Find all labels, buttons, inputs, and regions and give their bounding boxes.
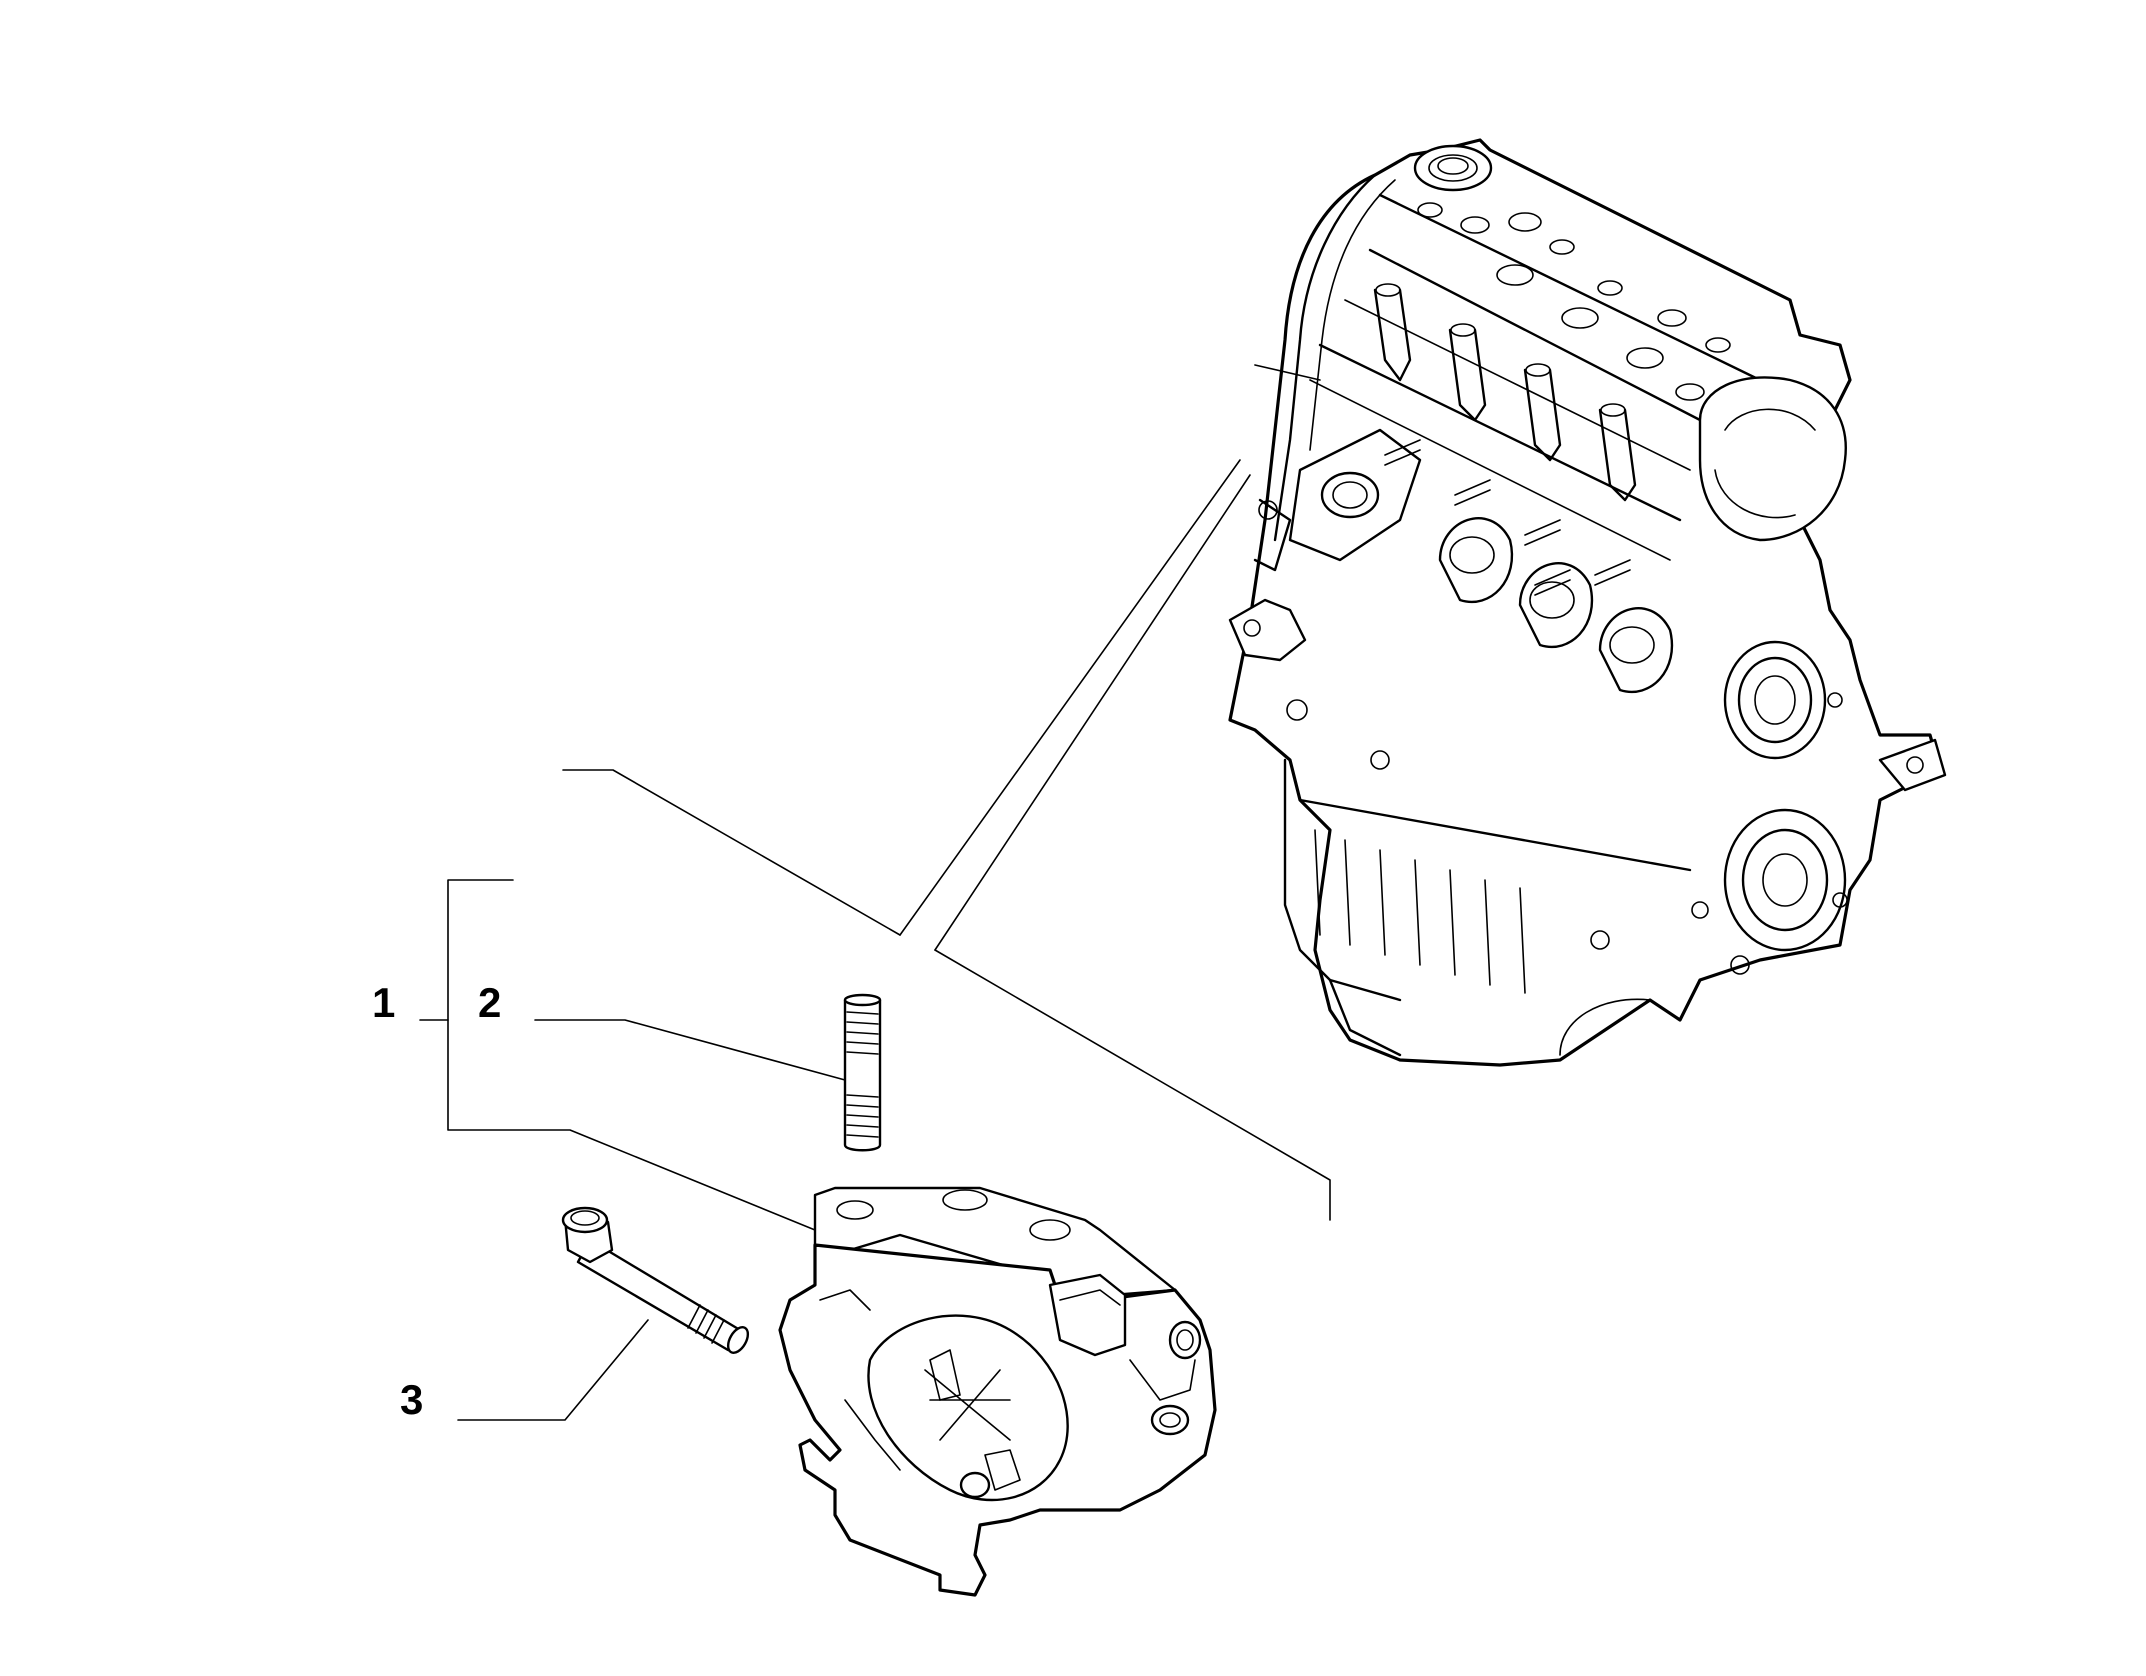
callout-2: 2 [478, 979, 501, 1026]
bolt[interactable] [561, 1206, 752, 1356]
engine-mount-bracket[interactable] [778, 1186, 1217, 1597]
callouts: 1 2 3 [372, 979, 501, 1423]
engine-assembly[interactable] [1228, 138, 1947, 1067]
callout-3: 3 [400, 1376, 423, 1423]
leader-lines [419, 459, 1331, 1421]
callout-1: 1 [372, 979, 395, 1026]
stud[interactable] [843, 993, 882, 1152]
